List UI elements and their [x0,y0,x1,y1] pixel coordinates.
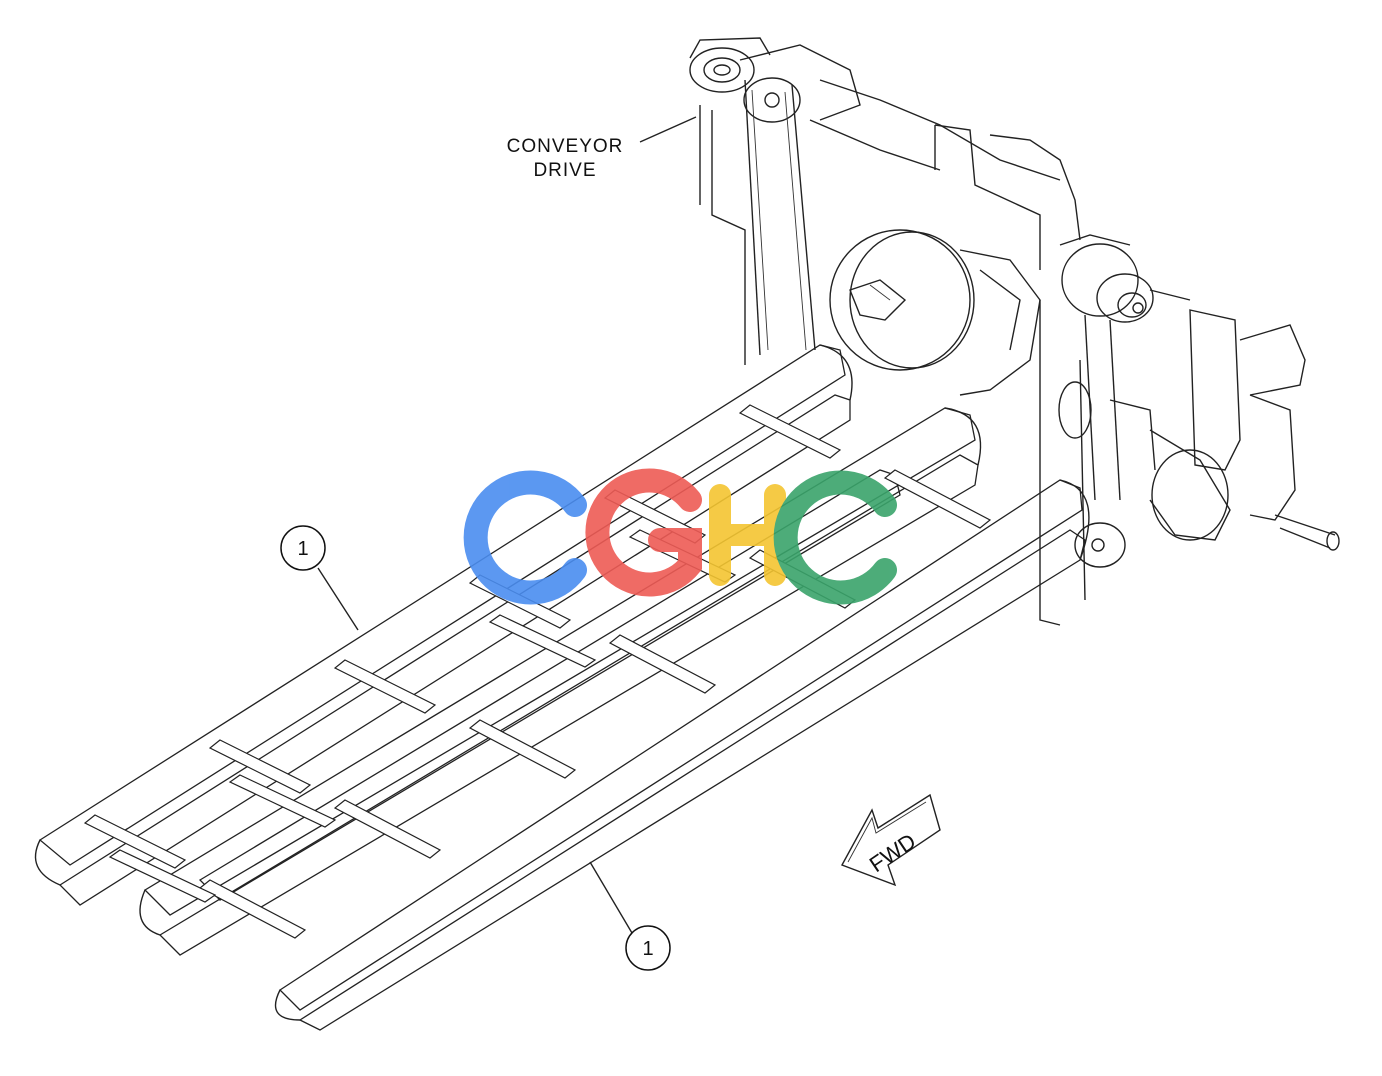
callout-leader-line [317,567,359,631]
fwd-label: FWD [865,828,921,877]
conveyor-drive-assembly [689,37,1340,626]
callout-number: 1 [642,938,653,960]
callout-1-upper: 1 [280,525,359,631]
callout-1-lower: 1 [589,861,671,971]
arrow-left-icon [841,793,941,887]
callout-leader-line [589,861,633,934]
conveyor-drive-label-line2: DRIVE [533,160,596,181]
conveyor-drive-leader-line [639,116,697,143]
fwd-arrow: FWD [841,793,941,887]
conveyor-chains [34,344,1090,1031]
conveyor-drive-label: CONVEYOR DRIVE [507,116,697,181]
callout-circle [280,525,326,571]
watermark-logo [463,468,897,605]
callout-number: 1 [297,538,308,560]
conveyor-drive-label-line1: CONVEYOR [507,136,624,157]
callout-circle [625,925,671,971]
